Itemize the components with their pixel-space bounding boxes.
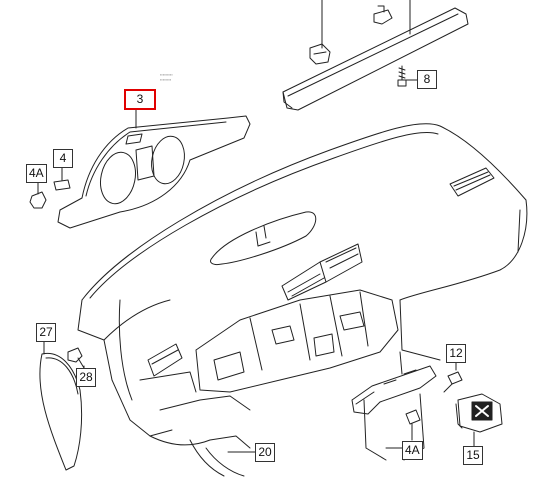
callout-4a-bottom[interactable]: 4A bbox=[402, 441, 423, 460]
upper-clip-left bbox=[309, 43, 331, 65]
bracket-12 bbox=[351, 351, 437, 461]
clip-4a-left bbox=[29, 183, 47, 209]
callout-28[interactable]: 28 bbox=[76, 368, 96, 387]
callout-20[interactable]: 20 bbox=[255, 443, 275, 462]
callout-4[interactable]: 4 bbox=[53, 149, 73, 168]
clip-4a-bottom bbox=[405, 409, 421, 441]
instrument-cluster-trim bbox=[57, 109, 251, 229]
callout-4a-left[interactable]: 4A bbox=[26, 164, 47, 183]
upper-trim-strip bbox=[282, 0, 469, 111]
callout-15[interactable]: 15 bbox=[463, 446, 483, 465]
upper-clip-right bbox=[373, 5, 393, 25]
screw-12 bbox=[443, 359, 463, 393]
callout-27[interactable]: 27 bbox=[36, 323, 56, 342]
catalog-stamp: ▪▪▪▪▪▪▪▪▪▪▪▪▪▪▪▪▪ bbox=[160, 72, 173, 82]
dashboard-body bbox=[77, 123, 528, 477]
clip-4 bbox=[53, 167, 71, 191]
clip-28 bbox=[67, 347, 85, 369]
screw-8 bbox=[397, 65, 419, 87]
leader-lines bbox=[37, 165, 457, 371]
callout-12[interactable]: 12 bbox=[446, 344, 466, 363]
switch-15 bbox=[455, 393, 503, 447]
side-cover-27 bbox=[39, 339, 83, 471]
callout-8[interactable]: 8 bbox=[417, 70, 437, 89]
callout-3[interactable]: 3 bbox=[124, 89, 156, 110]
